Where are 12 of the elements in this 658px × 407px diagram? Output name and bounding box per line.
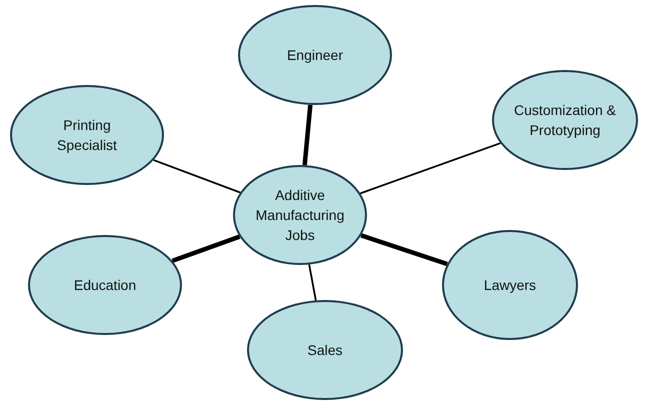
- node-label: Engineer: [286, 46, 344, 65]
- connector-line: [153, 159, 240, 194]
- connector-line: [302, 104, 313, 166]
- node-label: Education: [72, 276, 138, 295]
- connector-line: [308, 264, 317, 301]
- connector-line: [172, 234, 240, 263]
- node-label: Additive Manufacturing Jobs: [254, 186, 346, 246]
- node-label: Printing Specialist: [56, 116, 118, 155]
- node-label: Customization & Prototyping: [513, 100, 617, 140]
- connector-line: [360, 142, 501, 194]
- node-label: Lawyers: [482, 276, 538, 295]
- node-label: Sales: [306, 340, 344, 360]
